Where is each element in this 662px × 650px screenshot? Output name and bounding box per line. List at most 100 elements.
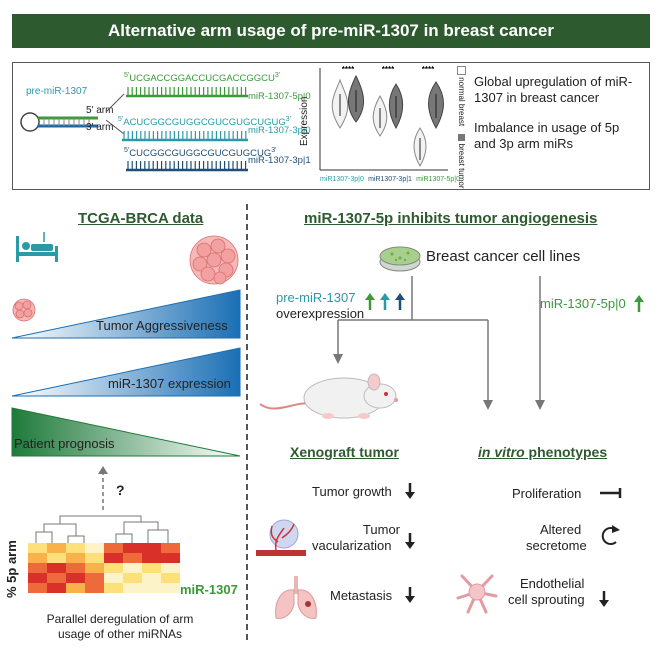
vascularization-icon <box>256 519 306 556</box>
top-panel <box>12 62 650 190</box>
seq1-comb <box>126 87 248 98</box>
mir-up-arrow <box>634 295 644 312</box>
heatmap-cell <box>161 563 180 573</box>
expression-label: miR-1307 expression <box>108 376 231 391</box>
vasc-label-1: Tumor <box>362 522 400 537</box>
heatmap-cell <box>28 553 47 563</box>
heatmap-cell <box>28 543 47 553</box>
small-tumor-icon <box>12 298 36 322</box>
invitro-header: in vitro phenotypes <box>478 444 607 460</box>
seq3-text: CUCGGCGUGGCGUCGUGCUG <box>129 148 272 160</box>
imbalance-text: Imbalance in usage of 5p and 3p arm miRs <box>474 120 620 151</box>
legend-normal: normal breast <box>457 77 466 127</box>
violin-ylabel: Expression <box>299 96 310 146</box>
heatmap-cell <box>47 543 66 553</box>
arm3-label: 3' arm <box>86 122 114 133</box>
heatmap-cell <box>47 573 66 583</box>
heatmap-cell <box>66 553 85 563</box>
endothelial-cell-icon <box>456 574 498 614</box>
heatmap-cell <box>85 553 104 563</box>
sprout-label-2: cell sprouting <box>508 592 585 607</box>
heatmap-cell <box>66 583 85 593</box>
aggressiveness-label: Tumor Aggressiveness <box>96 318 228 333</box>
heatmap-cell <box>123 553 142 563</box>
sprout-down-arrow <box>599 591 609 607</box>
dendrogram <box>35 515 169 544</box>
secretome-altered-icon <box>601 525 620 545</box>
proliferation-label: Proliferation <box>512 486 582 501</box>
aggressiveness-triangle <box>11 289 241 339</box>
sprout-label-1: Endothelial <box>520 576 585 591</box>
heatmap-mir-label: miR-1307 <box>180 582 238 597</box>
heatmap-cell <box>47 553 66 563</box>
xlabel-2: miR1307-3p|1 <box>368 176 412 183</box>
heatmap-cell <box>66 573 85 583</box>
seq3-name: miR-1307-3p|1 <box>248 155 311 166</box>
heatmap-cell <box>104 563 123 573</box>
pre-over-1: pre-miR-1307 <box>276 290 356 305</box>
heatmap-cell <box>161 583 180 593</box>
invitro-italic: in vitro <box>478 444 525 460</box>
heatmap-cell <box>123 583 142 593</box>
heatmap-cell <box>66 543 85 553</box>
xenograft-header: Xenograft tumor <box>290 444 399 460</box>
heatmap-cell <box>47 583 66 593</box>
vasc-label-2: vacularization <box>312 538 392 553</box>
arm5-label: 5' arm <box>86 105 114 116</box>
star-1: **** <box>342 66 355 74</box>
xlabel-1: miR1307-3p|0 <box>320 176 364 183</box>
heatmap-caption: Parallel deregulation of arm usage of ot… <box>20 612 220 642</box>
heatmap-cell <box>85 573 104 583</box>
mir-up-label: miR-1307-5p|0 <box>540 296 626 311</box>
metastasis-down-arrow <box>405 587 415 603</box>
heatmap-cell <box>142 543 161 553</box>
heatmap-cell <box>161 573 180 583</box>
seq1-name: miR-1307-5p|0 <box>248 91 311 102</box>
heatmap-cell <box>47 563 66 573</box>
lungs-icon <box>275 576 317 619</box>
expression-triangle <box>11 347 241 397</box>
seq2-row: 5'ACUCGGCGUGGCGUCGUGCUGUG3' <box>118 116 292 129</box>
heatmap <box>28 543 180 593</box>
heatmap-cell <box>161 543 180 553</box>
heatmap-cell <box>28 563 47 573</box>
star-3: **** <box>422 66 435 74</box>
arm-arrows <box>105 93 125 135</box>
question-arrow <box>98 466 108 510</box>
heatmap-cell <box>161 553 180 563</box>
heatmap-cell <box>85 543 104 553</box>
title-bar: Alternative arm usage of pre-miR-1307 in… <box>12 14 650 48</box>
violin-plot: **** **** **** <box>319 66 448 171</box>
proliferation-flat-icon <box>600 488 622 498</box>
vasc-down-arrow <box>405 533 415 549</box>
seq1-text: UCGACCGGACCUCGACCGGCU <box>129 73 275 85</box>
flow-arrows <box>333 276 545 410</box>
petri-dish-icon <box>379 246 421 272</box>
seq3-comb <box>126 161 248 172</box>
metastasis-label: Metastasis <box>330 588 393 603</box>
prognosis-triangle <box>11 407 241 457</box>
heatmap-ylabel: % 5p arm <box>4 540 19 598</box>
hairpin-icon <box>20 112 98 132</box>
heatmap-cell <box>104 583 123 593</box>
violin-legend: normal breast breast tumor <box>454 66 466 189</box>
seq1-row: 5'UCGACCGGACCUCGACCGGCU3' <box>124 72 281 85</box>
secretome-label-1: Altered <box>540 522 582 537</box>
heatmap-cell <box>104 543 123 553</box>
heatmap-cell <box>123 543 142 553</box>
seq2-name: miR-1307-3p|0 <box>248 125 311 136</box>
xlabel-3: miR1307-5p|0 <box>416 176 460 183</box>
divider <box>246 204 248 640</box>
heatmap-cell <box>123 573 142 583</box>
heatmap-cell <box>104 573 123 583</box>
legend-tumor: breast tumor <box>457 143 466 189</box>
heatmap-cell <box>104 553 123 563</box>
seq2-text: ACUCGGCGUGGCGUCGUGCUGUG <box>123 117 286 129</box>
heatmap-cell <box>28 573 47 583</box>
seq3-row: 5'CUCGGCGUGGCGUCGUGCUG3' <box>124 147 277 160</box>
legend-swatch-normal <box>456 66 466 75</box>
angiogenesis-header: miR-1307-5p inhibits tumor angiogenesis <box>304 210 598 227</box>
tumor-growth-label: Tumor growth <box>312 484 392 499</box>
tcga-header: TCGA-BRCA data <box>78 210 204 227</box>
heatmap-cell <box>66 563 85 573</box>
